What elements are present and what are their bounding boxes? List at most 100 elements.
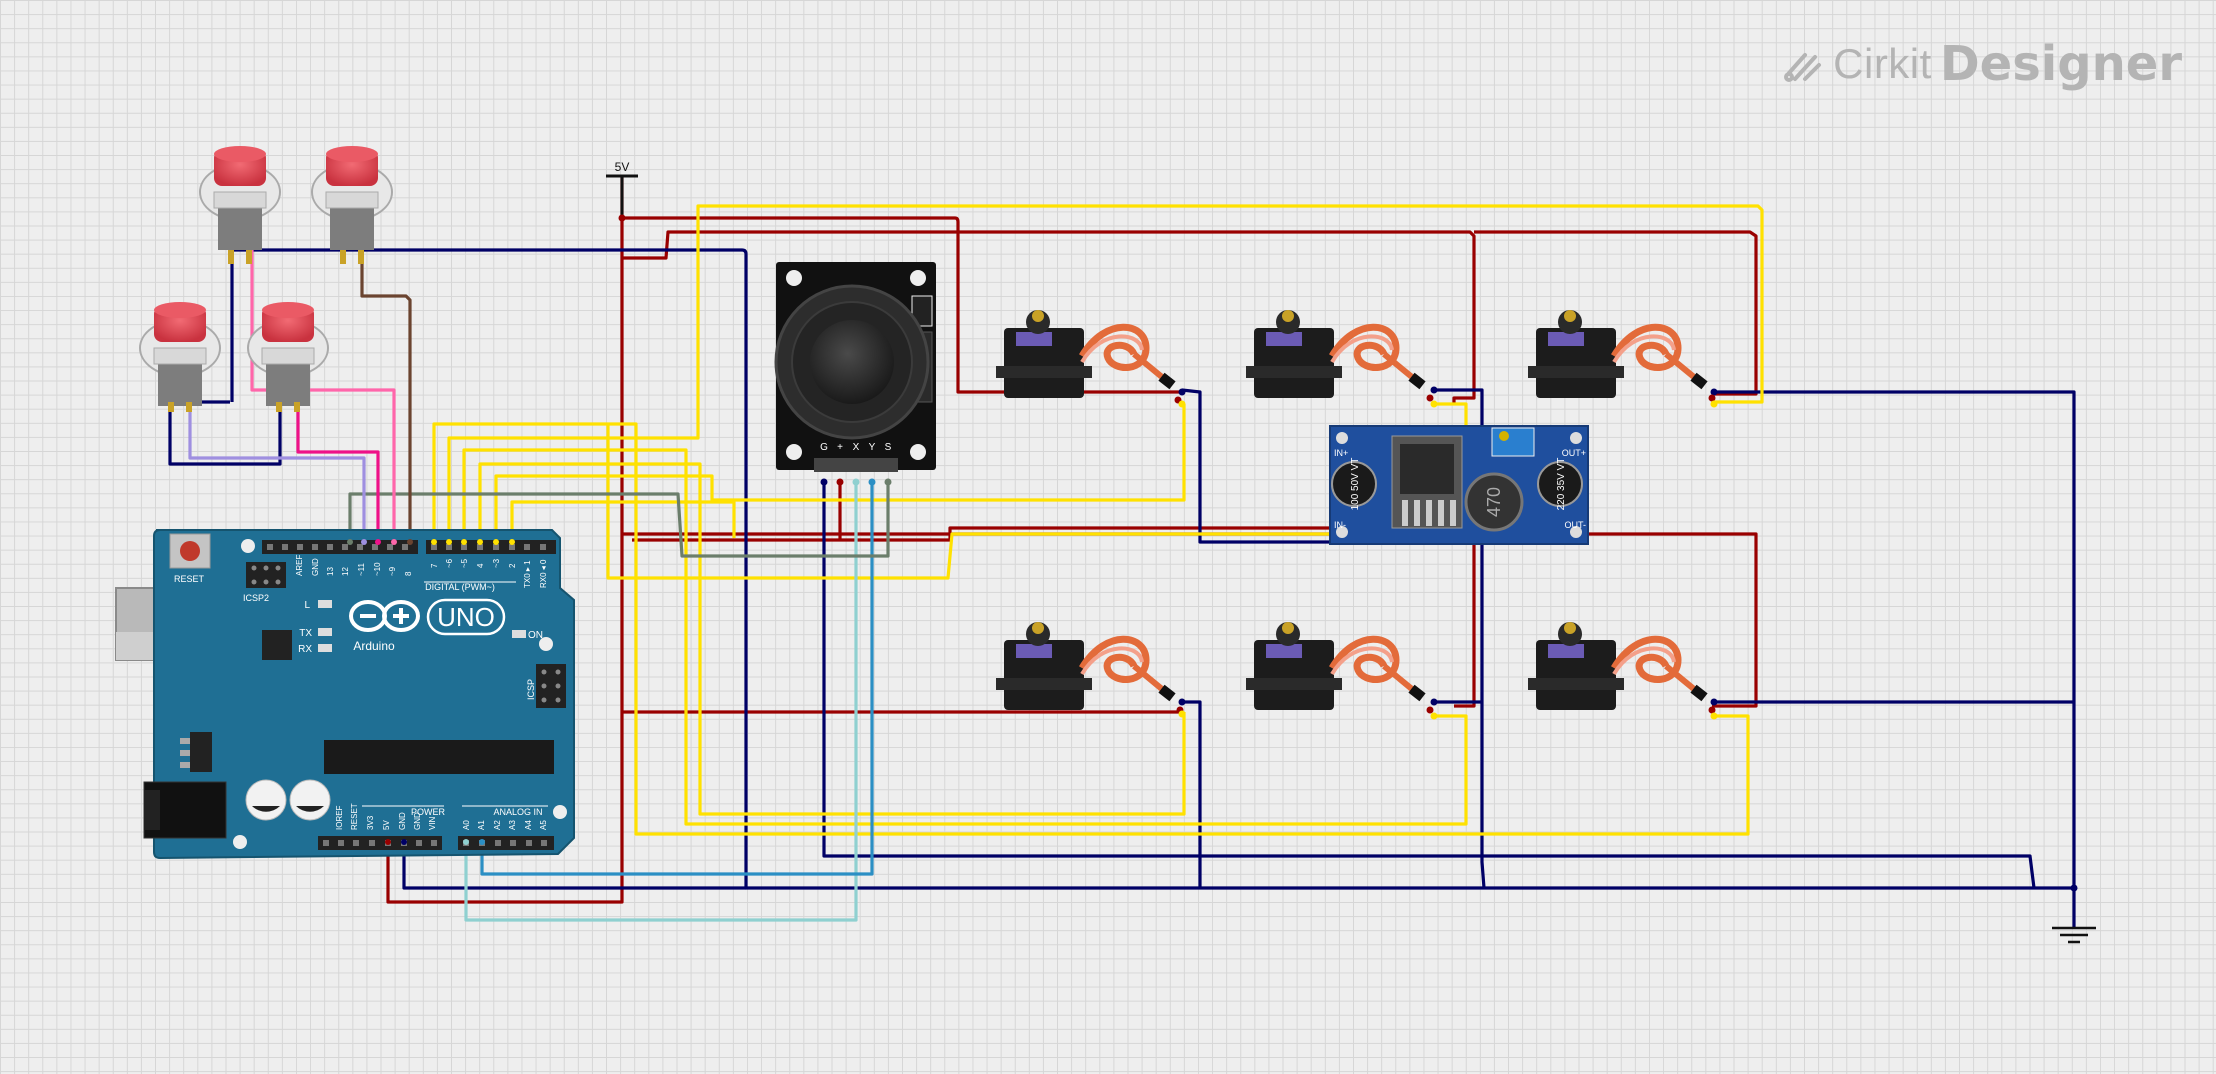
wire-5v-mid2[interactable]: [632, 526, 1476, 708]
wire-signal-d3[interactable]: [494, 404, 1186, 542]
wire-5v-top[interactable]: [622, 216, 1182, 394]
arduino-logo: [349, 600, 420, 632]
pin-label-2: 2: [508, 563, 517, 568]
atmega-chip: [324, 740, 554, 774]
led-on-label: ON: [528, 630, 543, 641]
digital-label: DIGITAL (PWM~): [425, 582, 495, 592]
buck-out-plus-label: OUT+: [1562, 448, 1586, 458]
wire-button-pink[interactable]: [250, 246, 396, 542]
buck-out-minus-label: OUT-: [1565, 520, 1587, 530]
push-button-4[interactable]: [247, 302, 329, 412]
icsp2-header: [246, 562, 286, 588]
usb-chip: [262, 630, 292, 660]
buck-inductor-label: 470: [1484, 487, 1504, 517]
wire-gnd-servo2[interactable]: [1434, 388, 1486, 889]
joystick-pin-y: Y: [869, 442, 876, 453]
capacitor-2: [289, 779, 331, 821]
buck-potentiometer[interactable]: [1491, 427, 1535, 457]
wire-gnd-servo3[interactable]: [1712, 390, 2076, 888]
arduino-brand-label: Arduino: [353, 639, 395, 653]
buck-in-minus-label: IN-: [1334, 520, 1346, 530]
joystick-pin-g: G: [820, 442, 828, 453]
cirkit-designer-logo: Cirkit Designer: [1783, 34, 2182, 94]
logo-cirkit-text: Cirkit: [1833, 40, 1932, 87]
pin-label-3v3: 3V3: [366, 815, 375, 830]
pin-label-gnd1: GND: [398, 812, 407, 830]
pin-label-a5: A5: [539, 820, 548, 830]
analog-header[interactable]: [458, 836, 554, 850]
buck-cap-1: [1331, 461, 1377, 507]
cirkit-logo-icon: [1784, 53, 1822, 82]
wire-joystick-sw[interactable]: [348, 482, 890, 558]
power-label: POWER: [411, 807, 446, 817]
reset-label: RESET: [174, 574, 205, 584]
wire-gnd-buttons-top[interactable]: [232, 248, 2074, 890]
led-rx-label: RX: [298, 644, 312, 655]
pin-label-a1: A1: [477, 820, 486, 830]
servo-6[interactable]: [1528, 622, 1718, 720]
servo-3[interactable]: [1528, 310, 1718, 408]
push-button-3[interactable]: [139, 302, 221, 412]
joystick-module[interactable]: G + X Y S: [774, 262, 936, 486]
wire-joystick-x[interactable]: [464, 482, 858, 922]
arduino-uno-board[interactable]: RESET ICSP2 AREF GND 13 12 ~11: [115, 529, 575, 860]
joystick-pin-sw: S: [885, 442, 892, 453]
pin-label-5: ~5: [460, 558, 469, 568]
pin-label-7: 7: [430, 563, 439, 568]
digital-header-right[interactable]: [426, 540, 556, 554]
buck-converter-module[interactable]: 100 50V VT 470 220 35V VT IN+ IN- OUT+ O…: [1329, 425, 1589, 545]
pin-label-8: 8: [404, 571, 413, 576]
wire-5v-top2[interactable]: [622, 230, 1476, 404]
wire-signal-d4[interactable]: [478, 462, 1186, 816]
buck-cap-2-label: 220 35V VT: [1556, 458, 1567, 511]
vcc-label: 5V: [615, 160, 630, 174]
pin-label-a0: A0: [462, 820, 471, 830]
wire-button-purple[interactable]: [188, 410, 366, 542]
pin-label-5v: 5V: [382, 820, 391, 830]
pin-label-ioref: IOREF: [335, 805, 344, 830]
servo-5[interactable]: [1246, 622, 1438, 720]
buck-inductor: [1464, 472, 1524, 532]
pin-label-3: ~3: [492, 558, 501, 568]
servo-2[interactable]: [1246, 310, 1438, 408]
wire-button-brown[interactable]: [360, 246, 412, 542]
wire-5v-top3[interactable]: [1474, 230, 1758, 396]
pin-label-1: TX0 ▸ 1: [523, 560, 532, 588]
wire-joystick-y[interactable]: [480, 482, 874, 876]
regulator: [190, 732, 212, 772]
servo-1[interactable]: [996, 310, 1186, 408]
joystick-pin-x: X: [853, 442, 860, 453]
wire-signal-joy[interactable]: [606, 402, 1468, 580]
pin-label-a3: A3: [508, 820, 517, 830]
pin-label-12: 12: [341, 567, 350, 576]
wire-gnd-servo1b[interactable]: [1182, 700, 1202, 888]
wire-signal-d7[interactable]: [432, 422, 1750, 836]
wire-gnd-joystick[interactable]: [822, 482, 2036, 889]
logo-designer-text: Designer: [1939, 36, 2182, 92]
push-button-2[interactable]: [311, 146, 393, 264]
icsp-header: [536, 664, 566, 708]
wire-gnd-arduino[interactable]: [402, 842, 746, 890]
pin-label-11: ~11: [357, 562, 366, 576]
wire-5v-trunk[interactable]: [386, 176, 624, 904]
wire-signal-d2[interactable]: [510, 500, 736, 542]
push-button-1[interactable]: [199, 146, 281, 264]
pin-label-13: 13: [326, 567, 335, 576]
pin-label-gnd2: GND: [413, 812, 422, 830]
vcc-symbol[interactable]: 5V: [606, 160, 638, 222]
wire-gnd-btn-left[interactable]: [168, 402, 282, 466]
pin-label-gnd: GND: [311, 558, 320, 576]
power-header[interactable]: [318, 836, 442, 850]
servo-4[interactable]: [996, 622, 1186, 718]
ground-symbol[interactable]: [2052, 884, 2096, 944]
bottom-header-labels: IOREF RESET 3V3 5V GND GND VIN A0 A1 A2 …: [335, 803, 548, 830]
pin-label-0: RX0 ◂ 0: [539, 559, 548, 588]
pin-label-9: ~9: [388, 566, 397, 576]
joystick-pin-vcc: +: [837, 442, 843, 453]
joystick-pin-labels: G + X Y S: [820, 442, 892, 453]
wire-signal-d6[interactable]: [447, 204, 1764, 542]
wire-button-magenta[interactable]: [296, 410, 380, 542]
led-l-label: L: [304, 600, 310, 611]
wire-signal-d5[interactable]: [462, 448, 1468, 826]
